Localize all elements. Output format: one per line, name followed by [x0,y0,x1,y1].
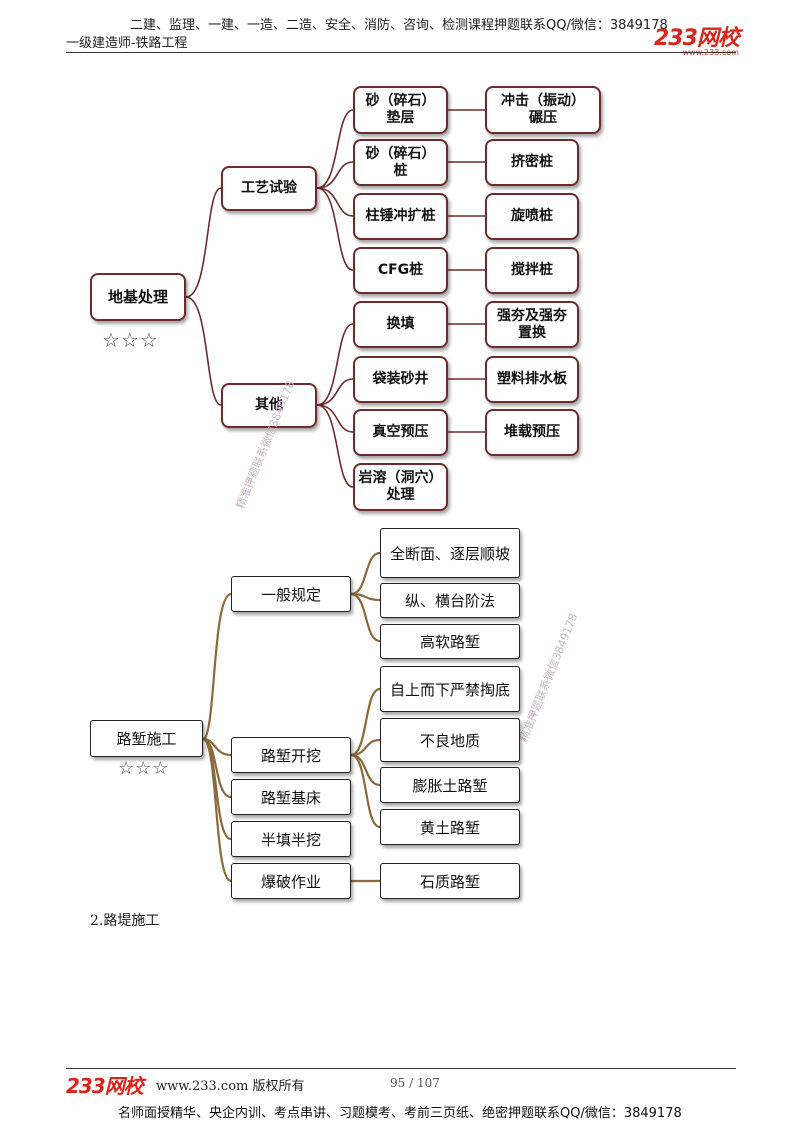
map1-leaf-node: 搅拌桩 [485,247,579,294]
map2-importance-stars: ☆☆☆ [118,758,170,779]
map1-leaf-node: 塑料排水板 [485,356,579,403]
map2-root-node: 路堑施工 [90,720,203,757]
map2-leaf-node: 膨胀土路堑 [380,767,520,803]
footer-logo: 233网校 [66,1074,144,1098]
footer-contact-line: 名师面授精华、央企内训、考点串讲、习题模考、考前三页纸、绝密押题联系QQ/微信：… [118,1106,682,1121]
map1-leaf-node: 堆载预压 [485,409,579,456]
map1-child-node: 换填 [353,301,448,348]
map1-branch-node: 工艺试验 [221,166,317,211]
map1-child-node: CFG桩 [353,247,448,294]
map2-branch-node: 半填半挖 [231,821,351,857]
map1-child-node: 砂（碎石） 桩 [353,139,448,186]
footer-copyright: www.233.com 版权所有 [156,1079,305,1094]
map2-leaf-node: 石质路堑 [380,863,520,899]
map2-leaf-node: 纵、横台阶法 [380,583,520,618]
map1-child-node: 真空预压 [353,409,448,456]
map1-importance-stars: ☆☆☆ [102,328,159,352]
header-subject: 一级建造师-铁路工程 [66,36,188,51]
map1-branch-node: 其他 [221,383,317,428]
map1-child-node: 砂（碎石） 垫层 [353,86,448,134]
map2-branch-node: 爆破作业 [231,863,351,899]
map2-branch-node: 路堑开挖 [231,737,351,773]
header-rule [66,52,736,53]
map1-child-node: 柱锤冲扩桩 [353,193,448,240]
map2-leaf-node: 全断面、逐层顺坡 [380,528,520,578]
map1-child-node: 岩溶（洞穴） 处理 [353,463,448,511]
map1-leaf-node: 旋喷桩 [485,193,579,240]
map2-leaf-node: 高软路堑 [380,624,520,659]
map1-leaf-node: 冲击（振动） 碾压 [485,86,601,134]
section-heading: 2.路堤施工 [90,913,160,929]
map2-leaf-node: 自上而下严禁掏底 [380,666,520,712]
map2-branch-node: 一般规定 [231,576,351,612]
map1-leaf-node: 强夯及强夯 置换 [485,301,579,348]
page-number: 95 / 107 [390,1076,440,1090]
map1-leaf-node: 挤密桩 [485,139,579,186]
footer-rule [66,1068,736,1069]
map1-child-node: 袋装砂井 [353,356,448,403]
header-contact-line: 二建、监理、一建、一造、二造、安全、消防、咨询、检测课程押题联系QQ/微信：38… [130,18,668,33]
map2-leaf-node: 不良地质 [380,718,520,762]
map2-branch-node: 路堑基床 [231,779,351,815]
map1-root-node: 地基处理 [90,273,186,321]
map2-leaf-node: 黄土路堑 [380,809,520,845]
